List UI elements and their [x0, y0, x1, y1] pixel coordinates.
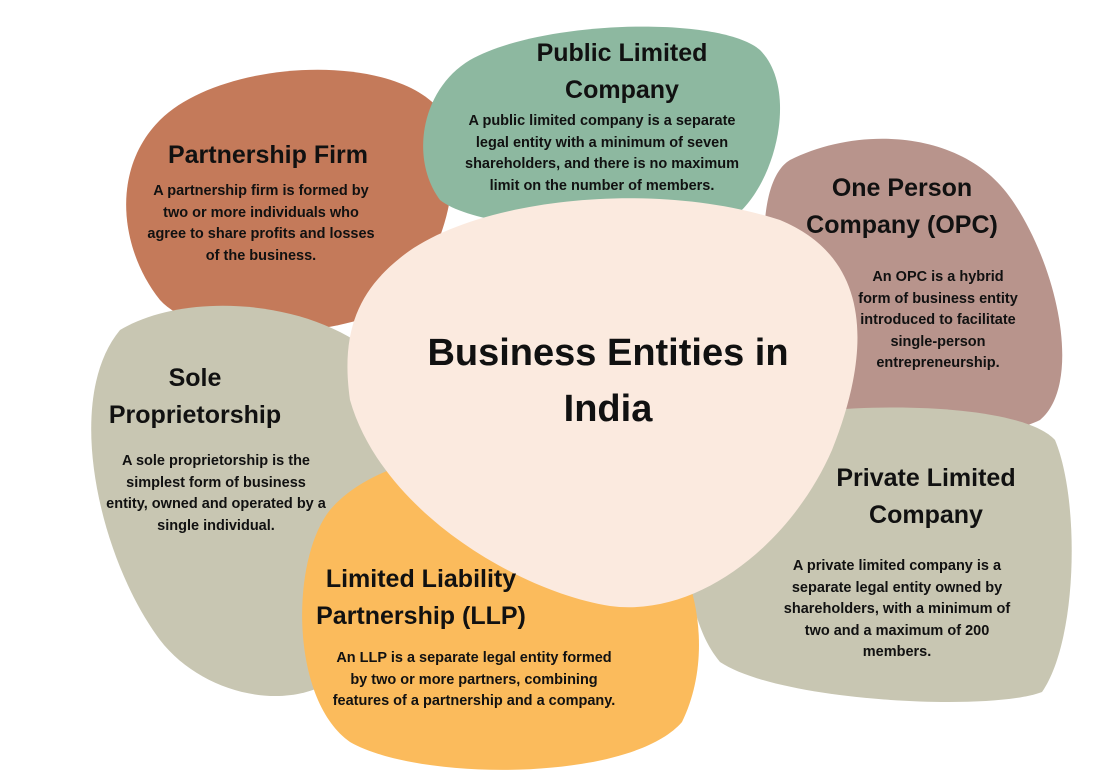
partnership-description: A partnership firm is formed by two or m… — [147, 183, 375, 264]
public-title: Public Limited Company — [536, 39, 708, 104]
opc-title: One Person Company (OPC) — [806, 174, 998, 239]
llp-description: An LLP is a separate legal entity formed… — [332, 650, 616, 709]
sole-description: A sole proprietorship is the simplest fo… — [106, 453, 326, 534]
sole-title: Sole Proprietorship — [108, 364, 282, 429]
private-description: A private limited company is a separate … — [783, 558, 1011, 660]
llp-title: Limited Liability Partnership (LLP) — [316, 565, 526, 630]
public-blob — [423, 26, 781, 231]
diagram-title: Business Entities in India — [427, 332, 789, 430]
private-title: Private Limited Company — [836, 464, 1016, 529]
partnership-title: Partnership Firm — [167, 141, 369, 169]
center-blob — [347, 198, 858, 608]
public-description: A public limited company is a separate l… — [465, 113, 739, 194]
opc-description: An OPC is a hybrid form of business enti… — [858, 269, 1018, 371]
partnership-blob — [126, 69, 454, 332]
